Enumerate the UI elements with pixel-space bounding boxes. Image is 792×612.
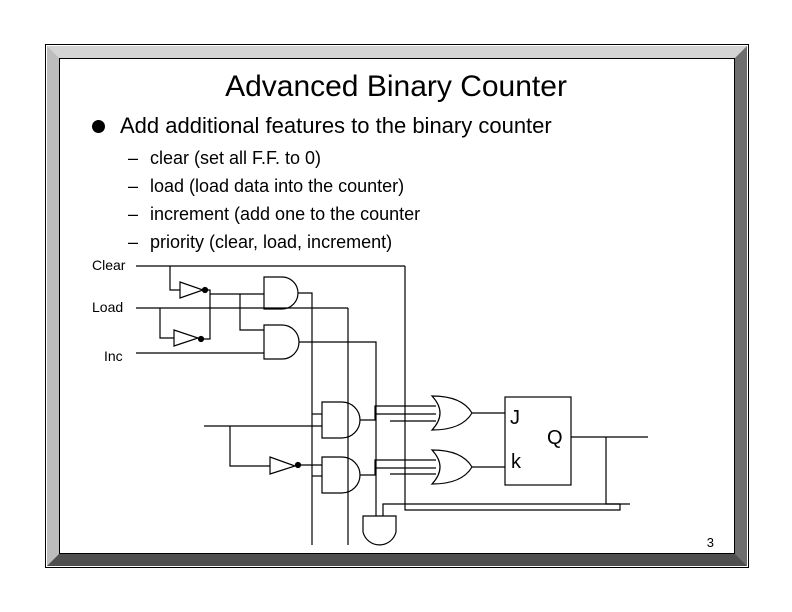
load-branch-wire (239, 308, 264, 331)
main-bullet: Add additional features to the binary co… (92, 112, 552, 140)
sub-item-text: priority (clear, load, increment) (150, 232, 393, 252)
and-gate-bottom-icon (362, 515, 397, 546)
load-input-label: Load (92, 299, 124, 315)
sub-item-text: clear (set all F.F. to 0) (150, 148, 322, 168)
bullet-dot-icon (92, 119, 105, 133)
slide-bevel-border (47, 46, 747, 566)
sub-item-clear: –clear (set all F.F. to 0) (128, 147, 321, 169)
sub-item-text: increment (add one to the counter (150, 204, 421, 224)
flipflop-k-label: k (511, 451, 521, 473)
sub-item-increment: –increment (add one to the counter (128, 203, 420, 225)
slide-title: Advanced Binary Counter (225, 70, 567, 103)
inverter-load-icon (173, 329, 200, 347)
slide-canvas (59, 58, 735, 554)
sub-item-load: –load (load data into the counter) (128, 175, 404, 197)
sub-item-priority: –priority (clear, load, increment) (128, 231, 392, 253)
and1-output-wire (298, 292, 313, 545)
dash-icon: – (128, 148, 139, 168)
load-tap-wire (159, 308, 174, 339)
page-number: 3 (706, 535, 714, 550)
load-inv-wire (203, 294, 211, 340)
and-gate-4-icon (321, 456, 361, 494)
dash-icon: – (128, 232, 139, 252)
and3-output-wire (360, 405, 436, 421)
data-branch-wire (229, 426, 270, 467)
inverter-bubble-icon (201, 286, 209, 294)
or-gate-2-icon (430, 449, 473, 485)
main-bullet-text: Add additional features to the binary co… (120, 113, 552, 138)
and-gate-3-icon (321, 401, 361, 439)
and2-output-wire (299, 341, 377, 516)
clear-inv-wire (207, 289, 264, 295)
jk-flipflop-icon (504, 396, 572, 486)
and-gate-1-icon (263, 276, 299, 310)
or-gate-1-icon (430, 395, 473, 431)
flipflop-q-label: Q (547, 427, 563, 449)
q-feedback-wire (605, 437, 630, 505)
dash-icon: – (128, 204, 139, 224)
clear-input-label: Clear (92, 257, 126, 273)
feedback-to-gate-wire (382, 503, 620, 516)
and-gate-2-icon (263, 324, 300, 360)
clear-tap-wire (169, 266, 180, 291)
inverter-clear-icon (179, 281, 205, 299)
dash-icon: – (128, 176, 139, 196)
inc-input-label: Inc (104, 348, 123, 364)
inverter-bubble-icon (294, 461, 302, 469)
inverter-bubble-icon (197, 335, 205, 343)
flipflop-j-label: J (510, 407, 520, 429)
and4-output-wire (360, 459, 436, 476)
sub-item-text: load (load data into the counter) (150, 176, 405, 196)
clear-vertical-wire (404, 266, 621, 511)
inverter-data-icon (269, 456, 297, 475)
